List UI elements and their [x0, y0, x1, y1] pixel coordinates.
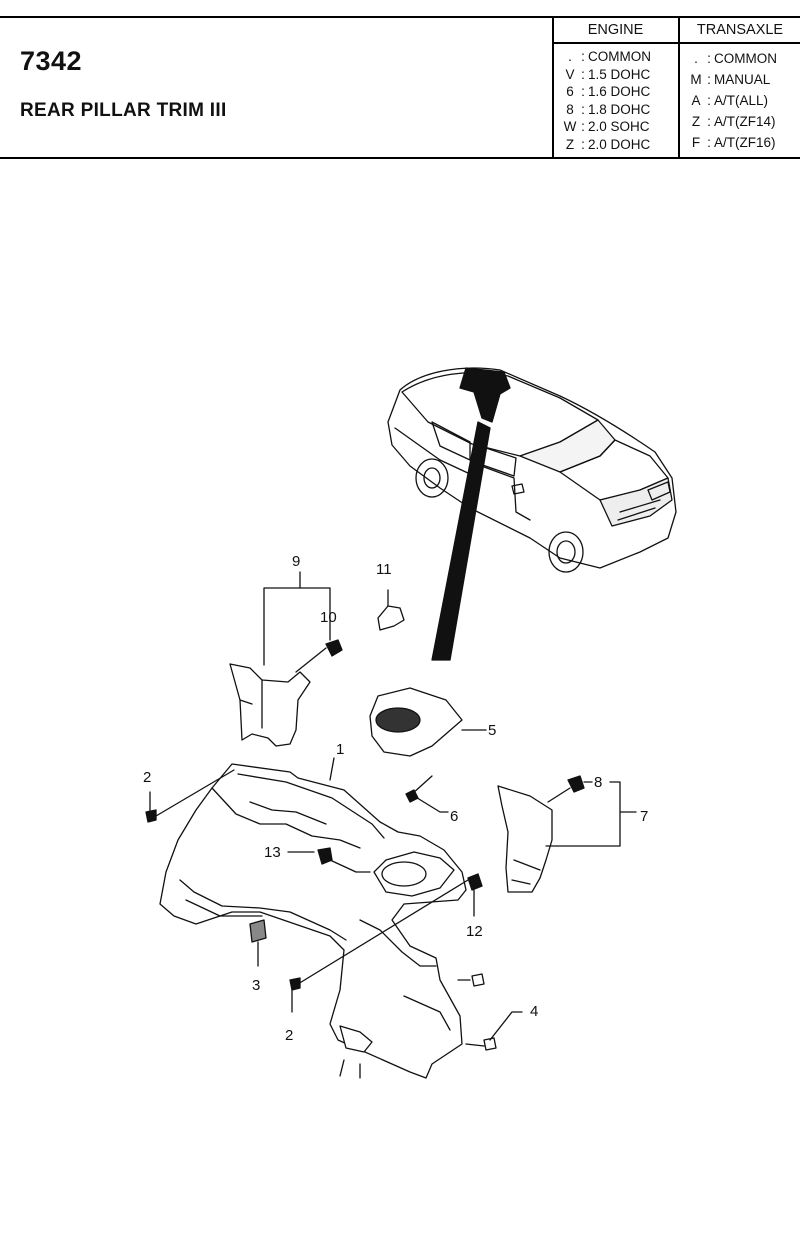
engine-code: Z — [565, 136, 575, 152]
part-2-screw-left — [145, 809, 157, 823]
engine-separator: : — [581, 101, 585, 117]
engine-desc: 1.8 DOHC — [588, 101, 651, 117]
callout-6: 6 — [450, 808, 458, 825]
callout-1: 1 — [336, 741, 344, 758]
engine-separator: : — [581, 84, 585, 99]
part-11-bracket — [377, 605, 405, 631]
page-title: REAR PILLAR TRIM III — [20, 100, 227, 121]
part-7-lower-pillar-trim — [497, 785, 553, 893]
callout-2-left: 2 — [143, 769, 151, 786]
engine-heading: ENGINE — [587, 22, 644, 38]
transaxle-code: Z — [691, 114, 701, 129]
callout-5: 5 — [488, 722, 496, 739]
part-1-quarter-trim-panel — [159, 763, 467, 1079]
transaxle-row: A:A/T(ALL) — [688, 90, 798, 111]
part-6-screw — [405, 789, 419, 803]
legend-head-rule — [552, 42, 800, 44]
part-3-clip — [249, 919, 267, 943]
engine-code: V — [565, 66, 575, 82]
legend-left-rule — [552, 18, 554, 157]
engine-desc: 1.6 DOHC — [588, 84, 651, 99]
transaxle-separator: : — [707, 135, 711, 150]
transaxle-code: A — [691, 93, 701, 108]
engine-desc: 2.0 DOHC — [588, 136, 651, 152]
engine-code: . — [568, 49, 572, 64]
part-9-upper-pillar-trim — [229, 663, 311, 747]
engine-separator: : — [581, 119, 585, 134]
transaxle-row: F:A/T(ZF16) — [688, 132, 798, 153]
part-13-clip — [317, 847, 333, 865]
car-illustration — [387, 367, 677, 573]
engine-code: 6 — [566, 84, 574, 99]
legend-mid-rule — [678, 18, 680, 157]
bottom-rule — [0, 157, 800, 159]
engine-row: W:2.0 SOHC — [562, 118, 674, 136]
engine-row: .:COMMON — [562, 48, 674, 66]
transaxle-row: M:MANUAL — [688, 69, 798, 90]
engine-separator: : — [581, 49, 585, 64]
location-arrow — [431, 421, 491, 661]
transaxle-desc: COMMON — [714, 51, 777, 66]
engine-code: 8 — [566, 101, 574, 117]
callout-4: 4 — [530, 1003, 538, 1020]
header: 7342 REAR PILLAR TRIM III ENGINE TRANSAX… — [0, 0, 800, 160]
callout-10: 10 — [320, 609, 337, 626]
transaxle-separator: : — [707, 51, 711, 66]
callout-12: 12 — [466, 923, 483, 940]
engine-row: V:1.5 DOHC — [562, 66, 674, 84]
callout-9: 9 — [292, 553, 300, 570]
engine-separator: : — [581, 66, 585, 82]
engine-row: 8:1.8 DOHC — [562, 101, 674, 119]
transaxle-code: F — [691, 135, 701, 150]
transaxle-row: .:COMMON — [688, 48, 798, 69]
transaxle-separator: : — [707, 114, 711, 129]
transaxle-heading: TRANSAXLE — [696, 22, 784, 38]
engine-code: W — [563, 119, 577, 134]
part-4-screw — [471, 973, 485, 987]
transaxle-code: . — [694, 51, 698, 66]
transaxle-desc: A/T(ZF16) — [714, 135, 776, 150]
callout-2-lower: 2 — [285, 1027, 293, 1044]
engine-desc: 2.0 SOHC — [588, 119, 650, 134]
engine-row: 6:1.6 DOHC — [562, 83, 674, 101]
transaxle-row: Z:A/T(ZF14) — [688, 111, 798, 132]
transaxle-code: M — [690, 72, 702, 87]
part-2-screw-lower — [289, 977, 301, 991]
callout-7: 7 — [640, 808, 648, 825]
transaxle-desc: A/T(ZF14) — [714, 114, 776, 129]
catalog-code: 7342 — [20, 46, 83, 76]
transaxle-desc: A/T(ALL) — [714, 93, 769, 108]
engine-separator: : — [581, 136, 585, 152]
parts-diagram: 1 2 2 3 4 5 6 7 8 9 10 11 12 13 — [143, 367, 677, 1079]
transaxle-separator: : — [707, 93, 711, 108]
top-rule — [0, 16, 800, 18]
callout-labels: 1 2 2 3 4 5 6 7 8 9 10 11 12 13 — [143, 553, 648, 1044]
callout-3: 3 — [252, 977, 260, 994]
engine-desc: COMMON — [588, 49, 651, 64]
callout-8: 8 — [594, 774, 602, 791]
engine-row: Z:2.0 DOHC — [562, 136, 674, 154]
part-10-clip — [325, 639, 343, 657]
callout-11: 11 — [376, 561, 392, 578]
engine-desc: 1.5 DOHC — [588, 66, 651, 82]
callout-13: 13 — [264, 844, 281, 861]
transaxle-separator: : — [707, 72, 711, 87]
transaxle-desc: MANUAL — [714, 72, 771, 87]
part-8-clip — [567, 775, 585, 793]
part-12-clip — [467, 873, 483, 891]
